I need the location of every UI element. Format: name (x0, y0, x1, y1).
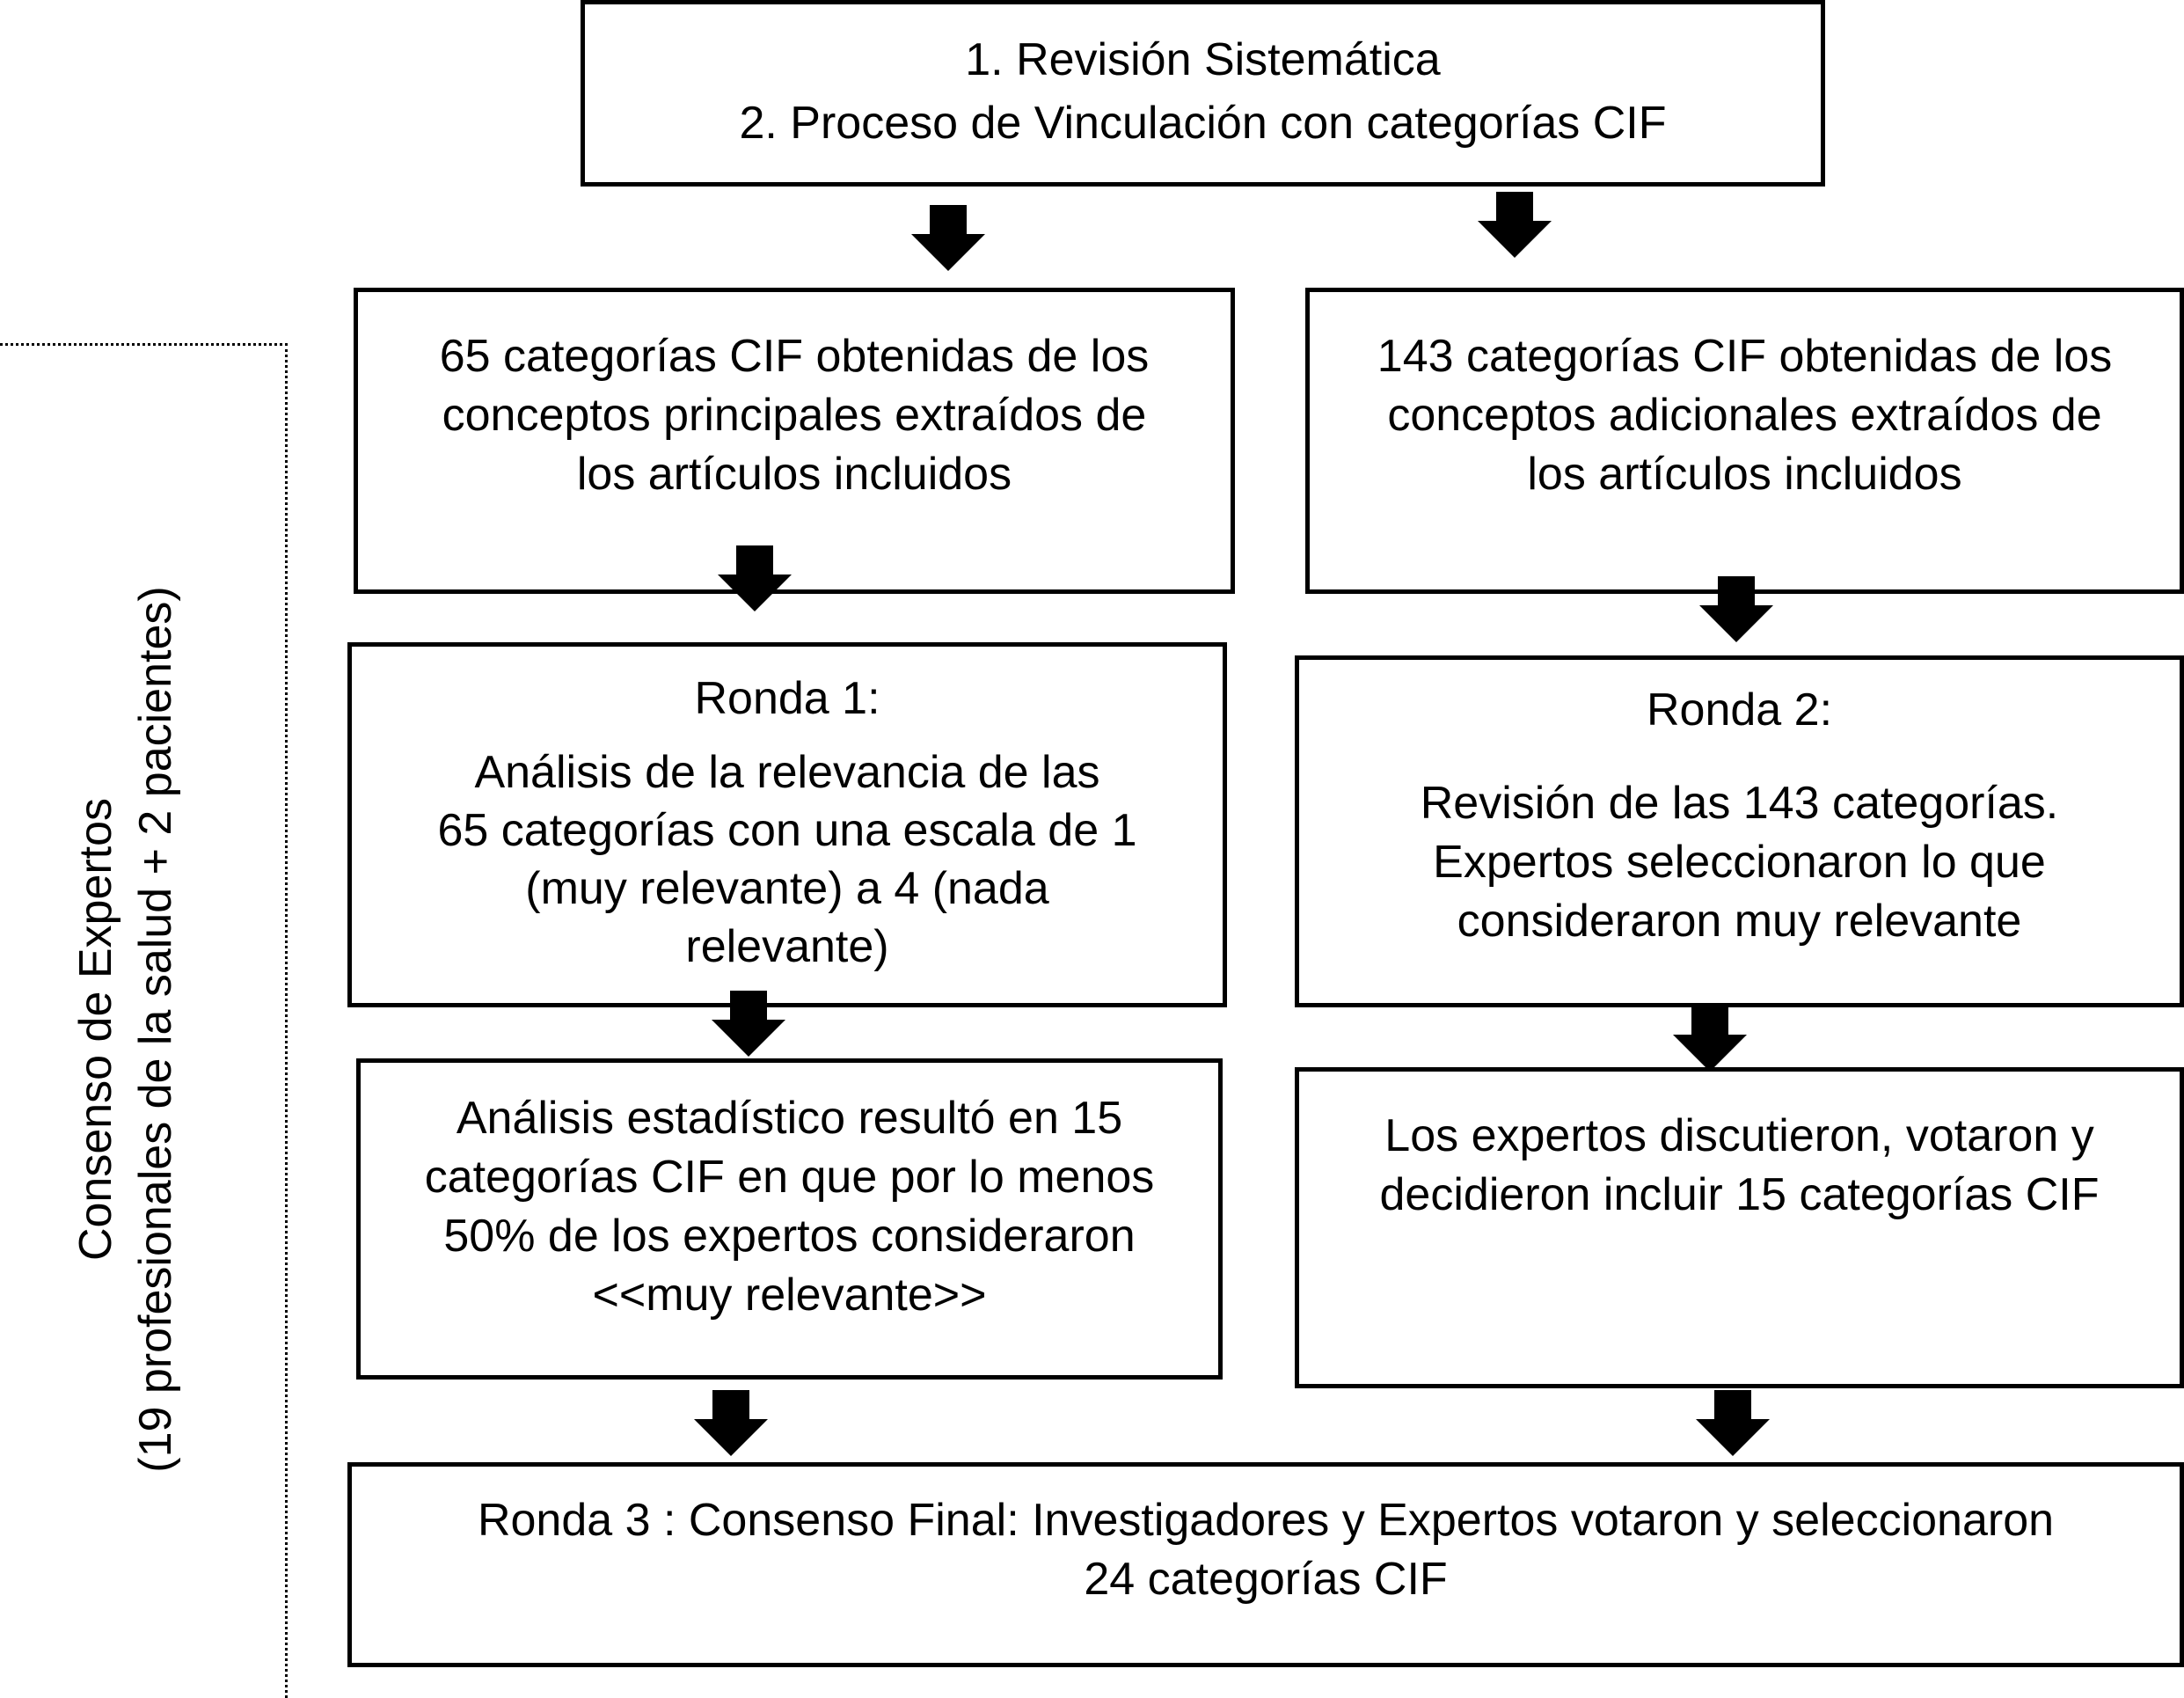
statistical-analysis-line-4: <<muy relevante>> (592, 1270, 987, 1321)
round-1-line-1: Análisis de la relevancia de las (474, 747, 1100, 798)
round-2-line-1: Revisión de las 143 categorías. (1420, 778, 2059, 829)
round-1-box: Ronda 1: Análisis de la relevancia de la… (347, 642, 1227, 1007)
additional-concepts-line-2: conceptos adicionales extraídos de (1387, 390, 2102, 441)
round-2-line-3: consideraron muy relevante (1457, 896, 2022, 947)
arrow-down-icon (694, 1390, 768, 1456)
round-2-title: Ronda 2: (1646, 684, 1833, 736)
round-1-title: Ronda 1: (694, 673, 880, 724)
round-1-line-4: relevante) (685, 921, 889, 972)
arrow-down-icon (1699, 576, 1773, 642)
main-concepts-categories-box: 65 categorías CIF obtenidas de los conce… (354, 288, 1235, 594)
expert-discussion-line-2: decidieron incluir 15 categorías CIF (1379, 1169, 2100, 1220)
final-consensus-box: Ronda 3 : Consenso Final: Investigadores… (347, 1462, 2184, 1667)
arrow-down-icon (1673, 1006, 1747, 1072)
expert-consensus-composition: (19 profesionales de la salud + 2 pacien… (130, 586, 181, 1473)
round-1-line-3: (muy relevante) a 4 (nada (525, 863, 1049, 914)
arrow-down-icon (718, 545, 792, 611)
statistical-analysis-box: Análisis estadístico resultó en 15 categ… (356, 1058, 1223, 1380)
main-concepts-line-1: 65 categorías CIF obtenidas de los (439, 331, 1150, 382)
arrow-down-icon (1696, 1390, 1770, 1456)
arrow-down-icon (712, 991, 785, 1057)
expert-discussion-box: Los expertos discutieron, votaron y deci… (1295, 1067, 2184, 1388)
final-consensus-line-2: 24 categorías CIF (1084, 1554, 1448, 1605)
additional-concepts-line-1: 143 categorías CIF obtenidas de los (1377, 331, 2113, 382)
round-2-line-2: Expertos seleccionaron lo que (1433, 837, 2046, 888)
main-concepts-line-2: conceptos principales extraídos de (442, 390, 1147, 441)
expert-discussion-line-1: Los expertos discutieron, votaron y (1384, 1110, 2094, 1161)
arrow-down-icon (911, 205, 985, 271)
expert-consensus-panel (0, 343, 288, 1698)
systematic-review-line-2: 2. Proceso de Vinculación con categorías… (739, 98, 1667, 149)
main-concepts-line-3: los artículos incluidos (576, 449, 1012, 500)
systematic-review-box: 1. Revisión Sistemática 2. Proceso de Vi… (581, 0, 1825, 187)
expert-consensus-label: Consenso de Expertos (19 profesionales d… (60, 501, 192, 1557)
additional-concepts-line-3: los artículos incluidos (1527, 449, 1962, 500)
expert-consensus-title: Consenso de Expertos (70, 797, 121, 1262)
systematic-review-line-1: 1. Revisión Sistemática (965, 34, 1441, 85)
additional-concepts-categories-box: 143 categorías CIF obtenidas de los conc… (1305, 288, 2184, 594)
round-1-line-2: 65 categorías con una escala de 1 (437, 805, 1137, 856)
round-2-box: Ronda 2: Revisión de las 143 categorías.… (1295, 655, 2184, 1007)
statistical-analysis-line-2: categorías CIF en que por lo menos (424, 1152, 1155, 1203)
statistical-analysis-line-3: 50% de los expertos consideraron (443, 1211, 1136, 1262)
final-consensus-line-1: Ronda 3 : Consenso Final: Investigadores… (477, 1495, 2055, 1546)
arrow-down-icon (1478, 192, 1552, 258)
statistical-analysis-line-1: Análisis estadístico resultó en 15 (456, 1093, 1123, 1144)
